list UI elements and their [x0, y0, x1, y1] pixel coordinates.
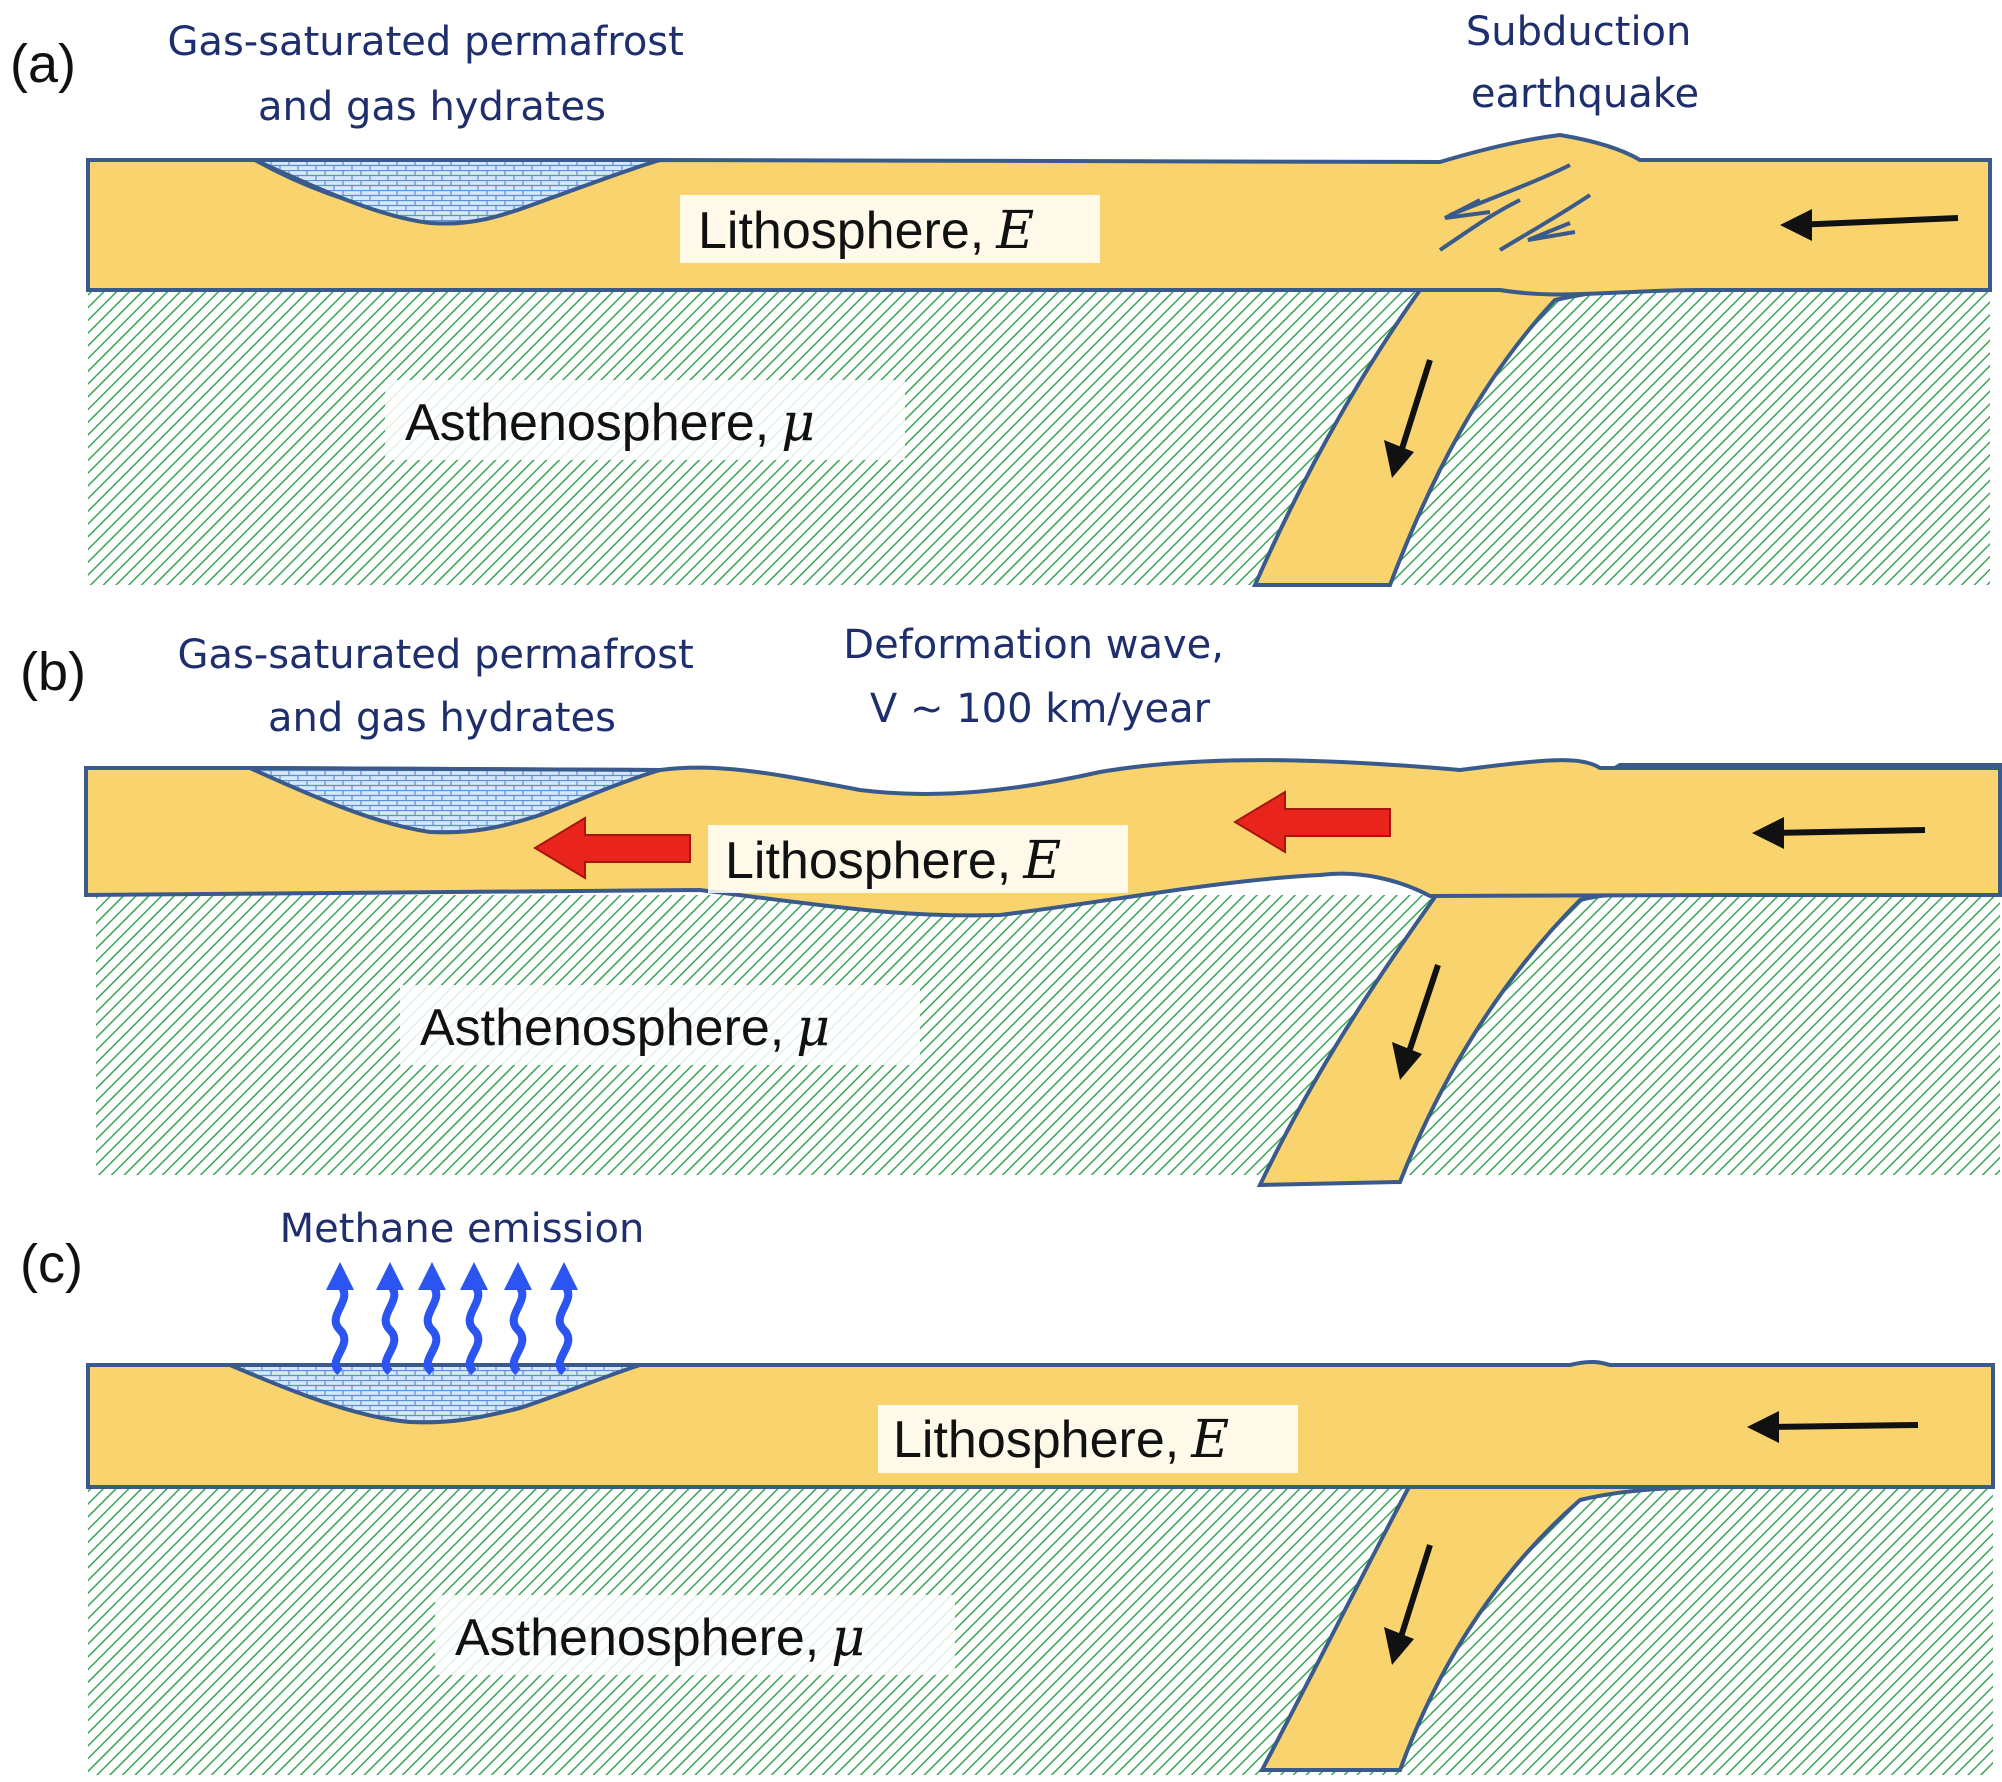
asthenosphere-label-a: Asthenosphere,μ — [405, 393, 815, 453]
asthenosphere-label-c: Asthenosphere,μ — [455, 1608, 865, 1668]
asthenosphere-label-bg-c — [435, 1595, 955, 1675]
lithosphere-label-bg-a — [680, 195, 1100, 263]
permafrost-lens-a — [254, 158, 661, 226]
lithosphere-label-a: Lithosphere,E — [698, 201, 1034, 261]
fault-slip-lines-a — [1438, 163, 1592, 252]
slab-motion-arrow-a — [1384, 359, 1433, 478]
deformation-wave-caption-b: Deformation wave, V ~ 100 km/year — [843, 622, 1236, 732]
methane-caption-c: Methane emission — [280, 1206, 645, 1252]
permafrost-caption-a: Gas-saturated permafrost and gas hydrate… — [167, 19, 696, 130]
asthenosphere-label-bg-b — [400, 985, 920, 1065]
panel-a-label: (a) — [10, 34, 76, 94]
panel-a: (a) Lithosphere,E — [10, 9, 1992, 587]
permafrost-caption-b: Gas-saturated permafrost and gas hydrate… — [177, 632, 706, 741]
panel-c-label: (c) — [20, 1234, 83, 1294]
lithosphere-label-bg-b — [708, 825, 1128, 893]
panel-b-label: (b) — [20, 642, 86, 702]
methane-emission-arrows — [331, 1282, 573, 1376]
lithosphere-label-b: Lithosphere,E — [725, 831, 1061, 891]
deformation-wave-arrow-left — [533, 816, 691, 880]
plate-motion-arrow-a — [1780, 209, 1959, 241]
slab-motion-arrow-b — [1392, 964, 1441, 1080]
slab-motion-arrow-c — [1384, 1544, 1433, 1665]
asthenosphere-c — [88, 1485, 1993, 1775]
plate-motion-arrow-b — [1752, 817, 1926, 849]
asthenosphere-b — [96, 895, 2000, 1175]
lithosphere-label-c: Lithosphere,E — [893, 1410, 1229, 1470]
asthenosphere-label-bg-a — [385, 380, 905, 460]
deformation-wave-arrow-right — [1233, 790, 1391, 854]
panel-c: (c) — [20, 1206, 1995, 1775]
asthenosphere-label-b: Asthenosphere,μ — [420, 998, 830, 1058]
permafrost-lens-b — [249, 766, 661, 835]
methane-arrowheads — [326, 1262, 578, 1290]
permafrost-lens-c — [229, 1363, 641, 1425]
lithosphere-label-bg-c — [878, 1405, 1298, 1473]
asthenosphere-a — [88, 290, 1990, 585]
earthquake-caption-a: Subduction earthquake — [1466, 9, 1704, 117]
plate-motion-arrow-c — [1747, 1411, 1919, 1443]
panel-b: (b) Lithosphere,E Asthenosphere,μ — [20, 622, 2002, 1188]
